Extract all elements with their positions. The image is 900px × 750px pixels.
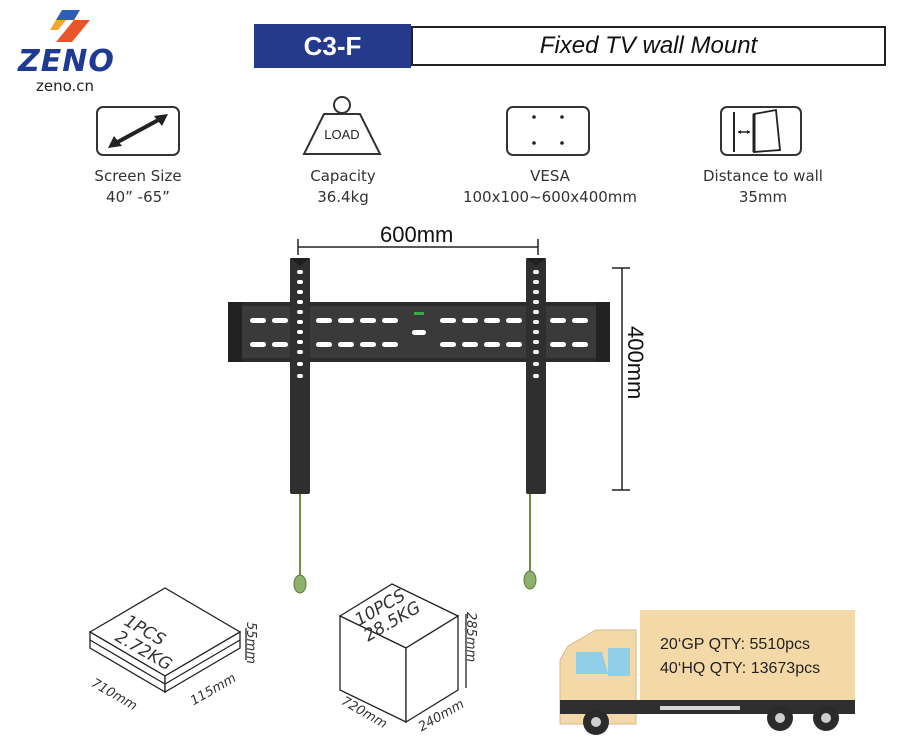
spec-vesa: VESA 100x100~600x400mm [460, 166, 640, 208]
brand-name: ZENO [18, 44, 115, 79]
spec-vesa-label: VESA [530, 167, 570, 185]
package-1-text: 1PCS 2.72KG [112, 611, 184, 675]
spec-capacity-value: 36.4kg [317, 188, 369, 206]
container-20gp-qty: 20‘GP QTY: 5510pcs [660, 636, 811, 653]
load-weight-icon: LOAD [300, 94, 384, 158]
wall-distance-icon [720, 106, 802, 156]
brand-url: zeno.cn [36, 77, 95, 95]
spec-screen-size-label: Screen Size [94, 167, 182, 185]
spec-vesa-value: 100x100~600x400mm [462, 188, 638, 206]
model-code: C3-F [254, 24, 411, 68]
height-dimension-label: 400mm [623, 326, 648, 400]
spec-capacity: Capacity 36.4kg [253, 166, 433, 208]
left-mounting-arm [290, 258, 310, 594]
package-2-height: 285mm [463, 612, 478, 663]
package-2-text: 10PCS 28.5KG [352, 583, 425, 646]
package-2-width: 240mm [416, 696, 467, 735]
spec-distance-label: Distance to wall [703, 167, 823, 185]
brand-logo: ZENO zeno.cn [14, 6, 134, 96]
spec-screen-size: Screen Size 40” -65” [48, 166, 228, 208]
spec-distance: Distance to wall 35mm [673, 166, 853, 208]
wall-plate [228, 302, 610, 362]
package-1-length: 710mm [88, 676, 140, 715]
right-mounting-arm [523, 258, 546, 590]
spec-capacity-label: Capacity [310, 167, 376, 185]
product-title: Fixed TV wall Mount [411, 26, 886, 66]
package-1-height: 55mm [243, 622, 258, 664]
spec-distance-value: 35mm [738, 188, 788, 206]
logo-mark-icon [50, 10, 90, 42]
vesa-holes-icon [506, 106, 590, 156]
container-40hq-qty: 40‘HQ QTY: 13673pcs [660, 660, 821, 677]
diagonal-arrow-screen-icon [96, 106, 180, 156]
load-icon-text: LOAD [324, 127, 359, 142]
width-dimension-label: 600mm [380, 222, 454, 247]
spec-screen-size-value: 40” -65” [106, 188, 170, 206]
package-2-length: 720mm [338, 694, 390, 733]
package-1-width: 115mm [188, 670, 239, 709]
